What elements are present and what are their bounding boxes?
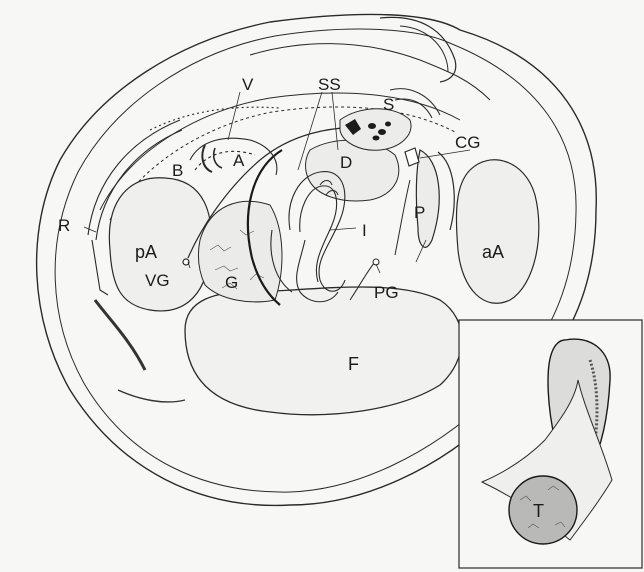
foot xyxy=(185,287,462,415)
label-pA: pA xyxy=(135,242,157,262)
label-D: D xyxy=(340,153,352,172)
label-CG: CG xyxy=(455,133,481,152)
pericardium xyxy=(150,107,280,175)
label-R: R xyxy=(58,216,70,235)
intestine-loops xyxy=(271,172,345,302)
posterior-adductor-muscle xyxy=(109,178,211,311)
label-aA: aA xyxy=(482,242,504,262)
label-G: G xyxy=(225,273,238,292)
labial-palps xyxy=(405,148,454,247)
inset-panel: T xyxy=(459,320,642,568)
mantle-margin xyxy=(95,300,185,402)
inset-label-T: T xyxy=(533,501,544,521)
label-F: F xyxy=(348,354,359,374)
label-SS: SS xyxy=(318,75,341,94)
label-B: B xyxy=(172,161,183,180)
label-I: I xyxy=(362,221,367,240)
label-P: P xyxy=(414,203,425,222)
label-A: A xyxy=(233,151,245,170)
label-S: S xyxy=(383,95,394,114)
anterior-adductor-muscle xyxy=(456,160,538,303)
label-PG: PG xyxy=(374,283,399,302)
label-V: V xyxy=(242,75,254,94)
label-VG: VG xyxy=(145,271,170,290)
